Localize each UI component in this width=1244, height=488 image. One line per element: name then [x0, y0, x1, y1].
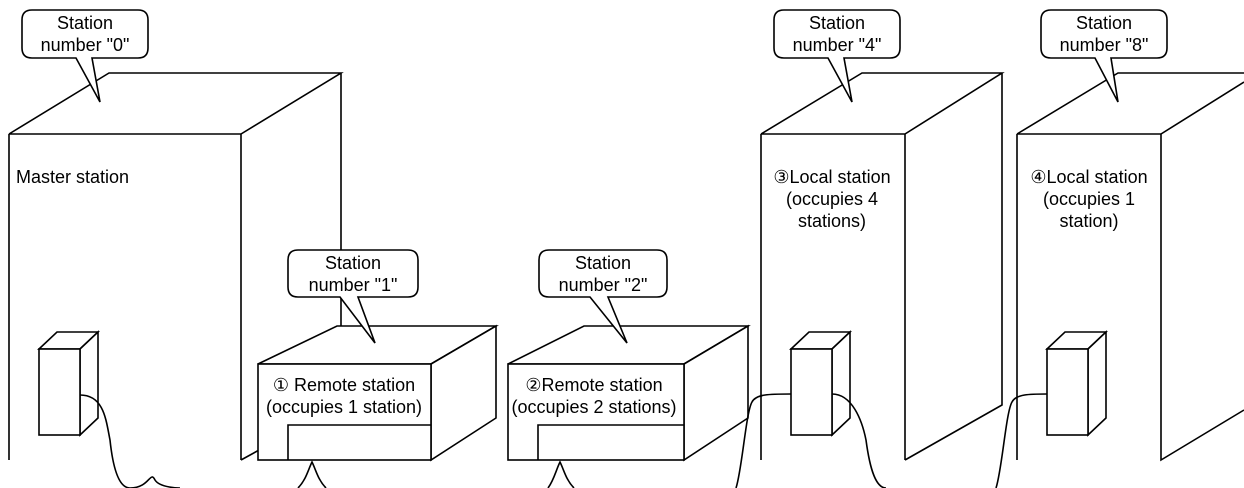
callout-station-1: Station number "1" [287, 249, 419, 344]
local-station-3-module [788, 330, 853, 437]
remote-station-1-occupancy: (occupies 1 station) [266, 397, 422, 417]
callout-station-2-line1: Station [575, 253, 631, 273]
network-cable [79, 393, 1048, 488]
remote-station-1-label: ① Remote station [273, 375, 415, 395]
master-station-unit: Master station [8, 72, 344, 461]
remote-station-2-occupancy: (occupies 2 stations) [511, 397, 676, 417]
local-station-4-occupancy: (occupies 1 [1043, 189, 1135, 209]
callout-station-8-line2: number "8" [1060, 35, 1149, 55]
local-station-3-occupancy: (occupies 4 [786, 189, 878, 209]
callout-station-0: Station number "0" [21, 9, 149, 103]
callout-station-2-line2: number "2" [559, 275, 648, 295]
local-station-4-module [1044, 330, 1109, 437]
callout-station-2: Station number "2" [538, 249, 668, 344]
master-module [36, 330, 101, 437]
master-station-label: Master station [16, 167, 129, 187]
local-station-4-occupancy-cont: station) [1059, 211, 1118, 231]
callout-station-1-line1: Station [325, 253, 381, 273]
remote-station-2-unit: ②Remote station (occupies 2 stations) [507, 324, 751, 462]
local-station-3-label: ③Local station [773, 167, 890, 187]
callout-station-0-line2: number "0" [41, 35, 130, 55]
callout-station-0-line1: Station [57, 13, 113, 33]
local-station-4-unit: ④Local station (occupies 1 station) [1016, 72, 1244, 462]
remote-station-2-label: ②Remote station [525, 375, 662, 395]
callout-station-4-line1: Station [809, 13, 865, 33]
callout-station-4: Station number "4" [773, 9, 901, 103]
callout-station-8: Station number "8" [1040, 9, 1168, 103]
local-station-3-unit: ③Local station (occupies 4 stations) [760, 72, 1005, 461]
callout-station-1-line2: number "1" [309, 275, 398, 295]
callout-station-4-line2: number "4" [793, 35, 882, 55]
local-station-3-occupancy-cont: stations) [798, 211, 866, 231]
local-station-4-label: ④Local station [1030, 167, 1147, 187]
callout-station-8-line1: Station [1076, 13, 1132, 33]
remote-station-1-unit: ① Remote station (occupies 1 station) [257, 324, 499, 462]
